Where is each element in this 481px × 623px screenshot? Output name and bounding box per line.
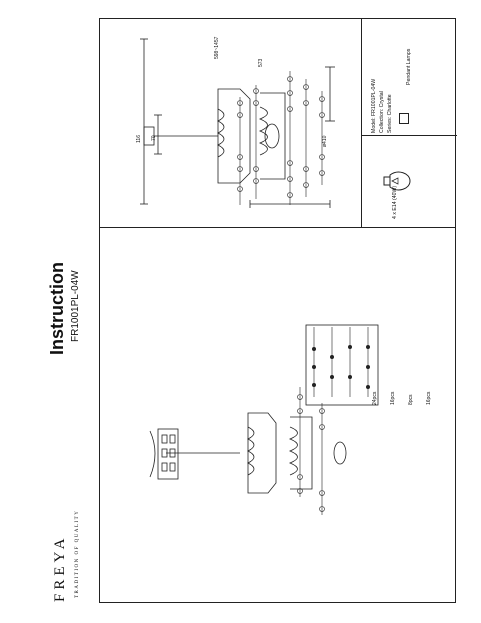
crystal-strands xyxy=(239,71,323,205)
pendant-icon xyxy=(399,113,409,124)
dim-span-total: 598~1457 xyxy=(214,36,220,59)
dim-height-small: 70 xyxy=(151,135,157,141)
dim-height-top: 116 xyxy=(136,135,142,143)
assembly-drawing xyxy=(149,324,379,515)
spec-collection: Collection: Crystal xyxy=(379,91,385,133)
brand-name: FREYA xyxy=(52,534,68,602)
model-number: FR1001PL-04W xyxy=(70,270,81,342)
spec-bulb: 4 x E14 (40W) xyxy=(392,185,398,219)
spec-separator xyxy=(362,135,457,136)
spec-box: Model: FR1001PL-04W Collection: Crystal … xyxy=(361,19,457,227)
instruction-sheet: Model: FR1001PL-04W Collection: Crystal … xyxy=(99,18,457,603)
brand-tagline: TRADITION OF QUALITY xyxy=(75,509,80,598)
spec-model: Model: FR1001PL-04W xyxy=(371,78,377,133)
dimension-drawing xyxy=(140,38,335,208)
part-count-d: 16pcs xyxy=(426,391,432,405)
page-title: Instruction xyxy=(47,262,67,355)
dim-diameter: ø410 xyxy=(322,135,328,147)
part-count-c: 8pcs xyxy=(408,394,414,405)
part-count-b: 16pcs xyxy=(390,391,396,405)
part-strands xyxy=(299,327,369,515)
spec-series: Series: Charlotte xyxy=(387,94,393,133)
bulb-icon xyxy=(383,171,411,191)
section-divider xyxy=(100,227,455,228)
part-count-a: 24pcs xyxy=(372,391,378,405)
dim-span-inner: 573 xyxy=(258,58,264,67)
spec-category: Pendant Lamps xyxy=(406,48,412,85)
